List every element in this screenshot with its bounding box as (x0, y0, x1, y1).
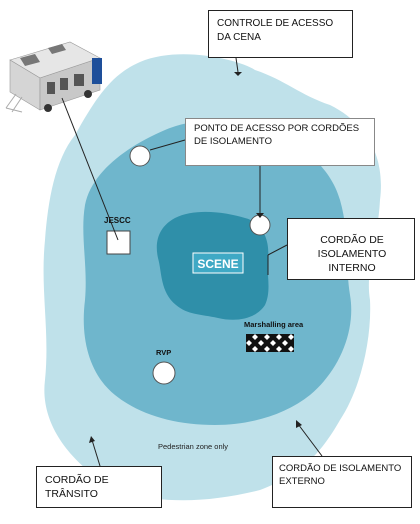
jescc-label: JESCC (104, 216, 131, 225)
callout-externo: CORDÃO DE ISOLAMENTO EXTERNO (272, 456, 412, 508)
checker-diamond (246, 340, 252, 346)
arrow-controle (234, 72, 242, 76)
checker-diamond (258, 340, 264, 346)
checker-diamond (288, 346, 294, 352)
access-point-left (129, 145, 151, 167)
scene-label: SCENE (197, 257, 238, 271)
checker-diamond (270, 340, 276, 346)
pedestrian-label: Pedestrian zone only (158, 442, 228, 451)
rvp-marker (152, 361, 176, 385)
arrow-externo (296, 420, 302, 428)
callout-controle: CONTROLE DE ACESSO DA CENA (208, 10, 353, 58)
callout-ponto: PONTO DE ACESSO POR CORDÕES DE ISOLAMENT… (185, 118, 375, 166)
callout-ponto-text: PONTO DE ACESSO POR CORDÕES DE ISOLAMENT… (194, 123, 360, 147)
checker-diamond (276, 346, 282, 352)
callout-controle-text: CONTROLE DE ACESSO DA CENA (217, 18, 334, 43)
jescc-marker (106, 230, 131, 255)
callout-interno-text: CORDÃO DE ISOLAMENTO INTERNO (317, 234, 387, 275)
callout-transito-text: CORDÃO DE TRÂNSITO (45, 474, 109, 501)
scene-badge (192, 252, 244, 274)
command-vehicle-illustration (5, 41, 102, 113)
callout-externo-text: CORDÃO DE ISOLAMENTO EXTERNO (279, 463, 402, 487)
arrow-transito (89, 436, 95, 443)
checker-diamond (252, 334, 258, 340)
callout-interno: CORDÃO DE ISOLAMENTO INTERNO (287, 218, 415, 280)
marshalling-label: Marshalling area (244, 320, 304, 329)
checker-diamond (276, 334, 282, 340)
checker-diamond (264, 334, 270, 340)
callout-transito: CORDÃO DE TRÂNSITO (36, 466, 162, 508)
marshalling-area-checker (246, 334, 294, 352)
checker-diamond (264, 346, 270, 352)
checker-diamond (282, 340, 288, 346)
checker-diamond (252, 346, 258, 352)
checker-diamond (288, 334, 294, 340)
rvp-label: RVP (156, 348, 171, 357)
arrow-ponto (256, 213, 264, 218)
